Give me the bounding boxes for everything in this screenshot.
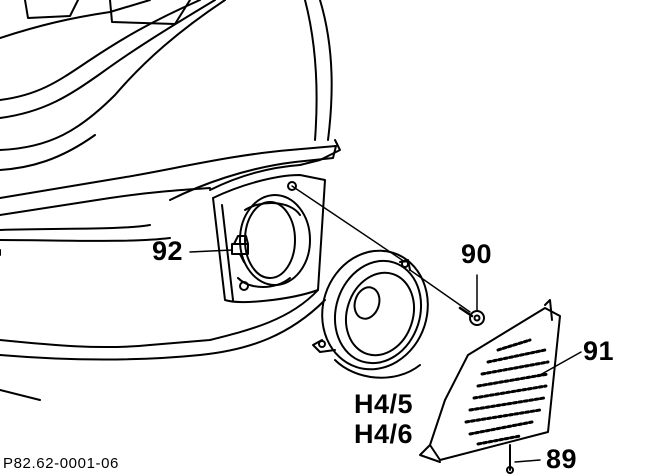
screw-90 <box>458 306 485 326</box>
label-91: 91 <box>583 336 615 366</box>
door-trim-panel <box>0 139 341 256</box>
loudspeaker-h4 <box>312 249 429 379</box>
assembly-guide-lines <box>291 185 471 313</box>
label-h4-6: H4/6 <box>354 419 414 449</box>
speaker-grille-91 <box>419 299 561 463</box>
leader-lines <box>189 249 582 463</box>
door-speaker-opening <box>0 174 326 401</box>
label-89: 89 <box>546 444 578 474</box>
clip-92 <box>231 235 249 263</box>
speaker-mount-ring <box>237 181 311 291</box>
label-92: 92 <box>152 236 184 266</box>
drawing-reference-code: P82.62-0001-06 <box>3 455 119 472</box>
bolt-89 <box>506 444 514 474</box>
label-90: 90 <box>461 239 493 269</box>
door-window-frame <box>0 0 333 171</box>
label-h4-5: H4/5 <box>354 389 414 419</box>
